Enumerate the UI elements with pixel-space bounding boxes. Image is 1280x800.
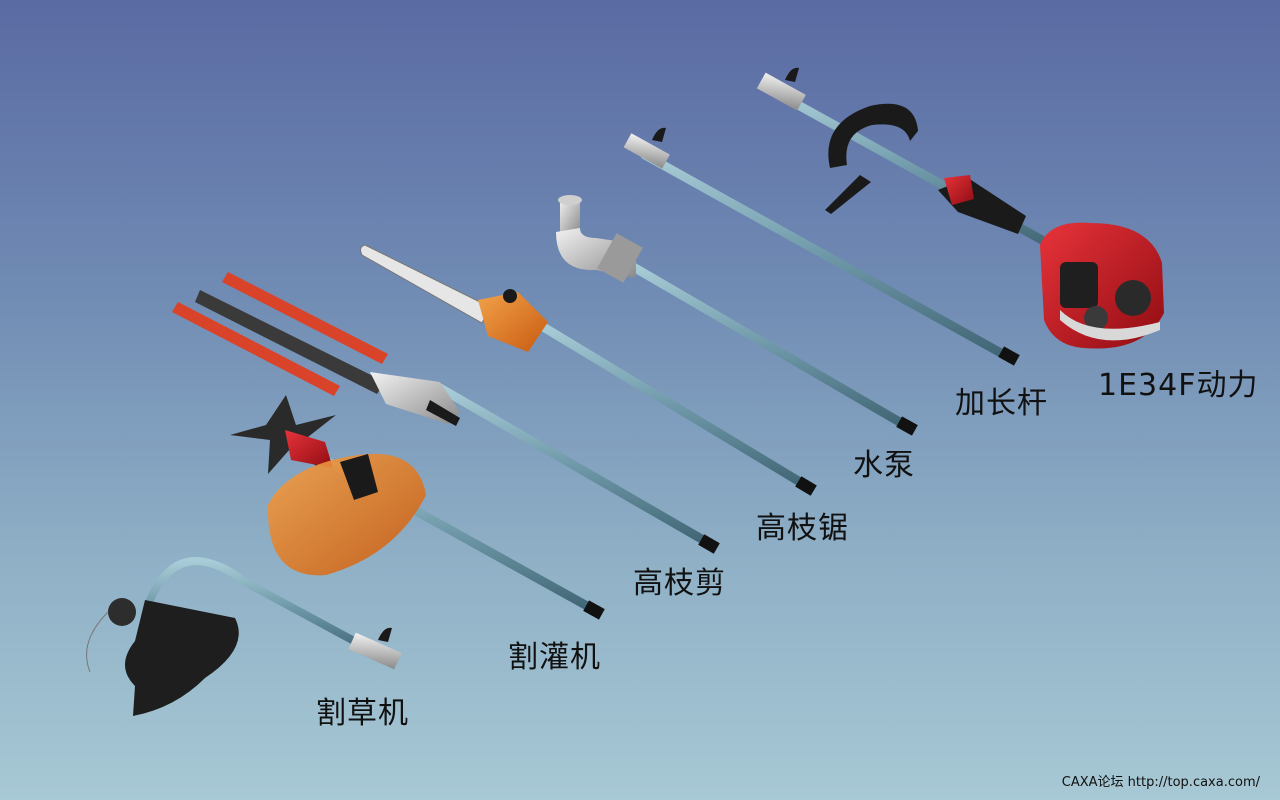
engine-icon: [1040, 222, 1164, 349]
coupler-icon: [756, 67, 806, 111]
label-power-unit: 1E34F动力: [1098, 368, 1259, 403]
throttle-grip-icon: [938, 175, 1026, 234]
pole-saw: [360, 244, 817, 496]
footer-watermark: CAXA论坛 http://top.caxa.com/: [1061, 775, 1260, 790]
label-grass-trimmer: 割草机: [316, 696, 409, 731]
hedge-blade-icon: [172, 272, 460, 426]
grass-trimmer: [86, 557, 402, 716]
label-pole-saw: 高枝锯: [756, 511, 849, 546]
trimmer-head-icon: [86, 598, 239, 716]
label-extension-pole: 加长杆: [955, 386, 1048, 421]
brush-blade-icon: [230, 395, 426, 576]
power-unit-assembly: [756, 67, 1164, 349]
chainsaw-icon: [360, 244, 548, 352]
pump-icon: [556, 195, 643, 283]
label-water-pump: 水泵: [853, 448, 915, 483]
label-brush-cutter: 割灌机: [508, 640, 601, 675]
brush-cutter: [230, 395, 605, 620]
loop-handle-icon: [825, 103, 918, 214]
label-hedge-trimmer: 高枝剪: [633, 566, 726, 601]
hedge-trimmer: [172, 272, 720, 554]
water-pump: [556, 195, 918, 436]
extension-pole: [623, 127, 1020, 366]
